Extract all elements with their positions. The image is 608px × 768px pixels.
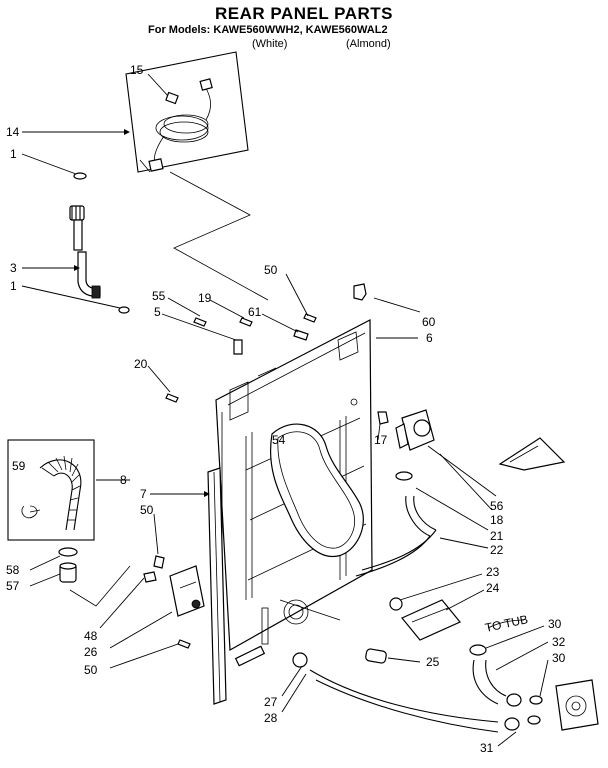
drain-hose-inset [7,439,131,607]
callout-24: 24 [486,581,500,595]
variant-almond-label: (Almond) [346,38,391,50]
to-tub-annotation: TO TUB [484,612,530,635]
callout-1: 1 [10,279,17,293]
callout-30: 30 [548,617,562,631]
callout-54: 54 [272,433,286,447]
callout-50: 50 [140,503,154,517]
rear-panel [215,319,373,667]
power-cord-inset [125,51,269,301]
panel-fasteners [153,283,389,649]
callout-28: 28 [264,711,278,725]
callout-27: 27 [264,695,278,709]
variant-white-label: (White) [252,38,288,50]
clamp-and-fitting [365,597,461,664]
models-line: For Models: KAWE560WWH2, KAWE560WAL2 [148,24,388,36]
callout-26: 26 [84,645,98,659]
callout-15: 15 [130,63,144,77]
callout-17: 17 [374,433,388,447]
page-title: REAR PANEL PARTS [214,4,394,23]
callout-61: 61 [248,305,262,319]
callout-19: 19 [198,291,212,305]
callout-labels: 15 14 1 3 1 50 55 5 19 61 60 6 20 54 17 … [6,63,566,755]
callout-18: 18 [490,513,504,527]
callout-6: 6 [426,331,433,345]
callout-7: 7 [140,487,147,501]
callout-14: 14 [6,125,20,139]
callout-50: 50 [264,263,278,277]
side-rail [207,467,227,705]
callout-22: 22 [490,543,504,557]
callout-23: 23 [486,565,500,579]
callout-48: 48 [84,629,98,643]
callout-59: 59 [12,459,26,473]
callout-25: 25 [426,655,440,669]
callout-57: 57 [6,579,20,593]
callout-55: 55 [152,289,166,303]
callout-21: 21 [490,529,504,543]
callout-5: 5 [154,305,161,319]
inlet-hose-assembly [69,172,130,314]
callout-8: 8 [120,473,127,487]
callout-30: 30 [552,651,566,665]
callout-50: 50 [84,663,98,677]
callout-1: 1 [10,147,17,161]
callout-60: 60 [422,315,436,329]
pump-bracket [143,565,205,617]
lid-bracket [498,437,566,471]
callout-32: 32 [552,635,566,649]
drain-hose-to-tub [292,619,599,733]
pressure-switch [355,409,437,577]
callout-58: 58 [6,563,20,577]
callout-3: 3 [10,261,17,275]
callout-leaders [21,129,549,747]
callout-56: 56 [490,499,504,513]
callout-20: 20 [134,357,148,371]
callout-31: 31 [480,741,494,755]
